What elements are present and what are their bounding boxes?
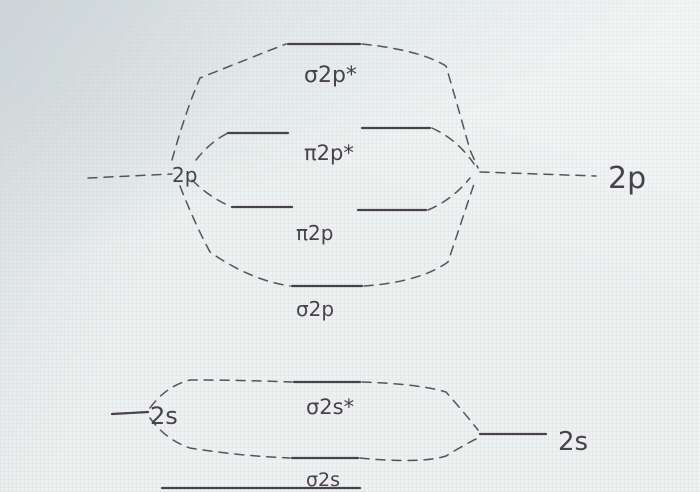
corr-right-to-pi2p [427, 177, 471, 211]
corr-right-to-pi2p-star [431, 127, 475, 165]
corr-left-to-sigma2s-star [149, 379, 293, 409]
corr-left-to-pi2p [191, 179, 233, 208]
label-pi-2p-star: π2p* [304, 141, 354, 165]
label-left-2s: 2s [150, 402, 178, 430]
corr-left-to-sigma2s [149, 417, 291, 459]
corr-left-to-sigma2p-star [171, 43, 287, 161]
corr-right-to-sigma2p-star [361, 43, 479, 169]
label-sigma-2s: σ2s [306, 469, 340, 491]
left-2p-level [87, 173, 173, 179]
corr-left-to-sigma2p [179, 185, 291, 287]
label-left-2p: 2p [172, 163, 197, 187]
label-sigma-2s-star: σ2s* [306, 395, 354, 419]
label-right-2p: 2p [608, 161, 646, 196]
corr-right-to-sigma2s [359, 437, 479, 462]
label-pi-2p: π2p [296, 221, 333, 245]
label-sigma-2p-star: σ2p* [304, 63, 357, 88]
corr-left-to-pi2p-star [195, 132, 229, 161]
label-right-2s: 2s [558, 427, 588, 457]
corr-right-to-sigma2p [363, 183, 475, 287]
label-sigma-2p: σ2p [296, 297, 334, 321]
corr-right-to-sigma2s-star [361, 381, 479, 431]
right-2p-level [479, 171, 597, 177]
left-2s-level [110, 410, 150, 416]
